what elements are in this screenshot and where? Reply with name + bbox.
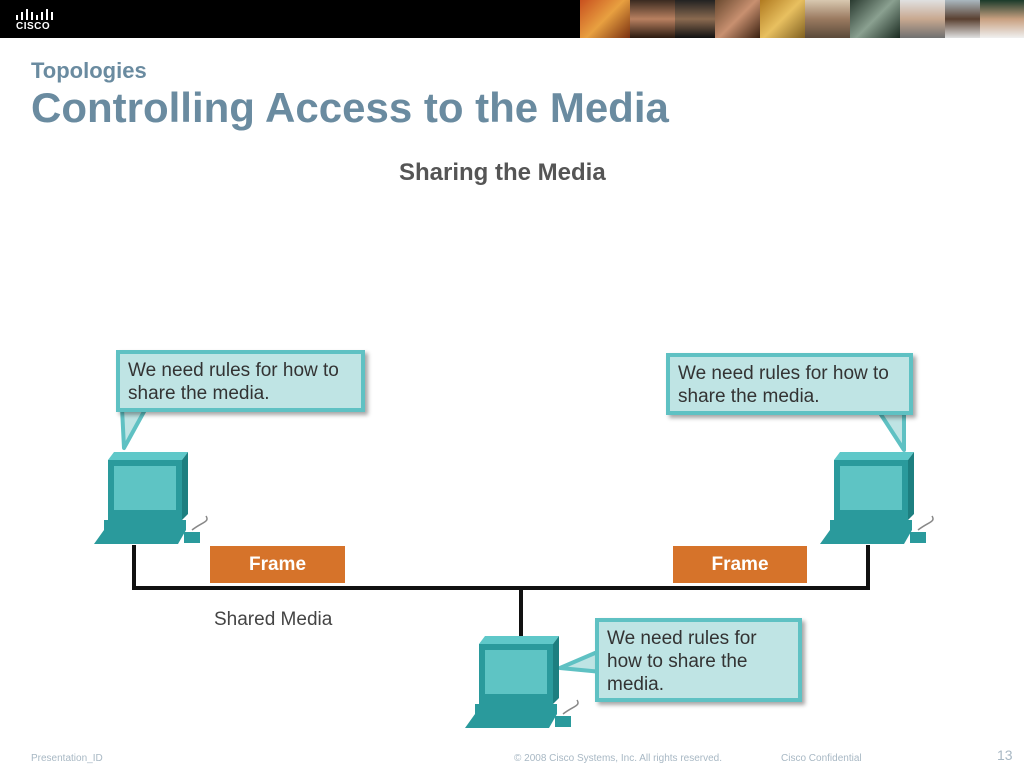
speech-bubble-bottom: We need rules for how to share the media… [595,618,802,702]
slide-title: Controlling Access to the Media [31,84,669,131]
shared-media-bus [132,586,870,590]
left-drop-cable [132,545,136,588]
photo-collage [580,0,1024,38]
speech-bubble-left: We need rules for how to share the media… [116,350,365,412]
bottom-drop-cable [519,588,523,638]
frame-left: Frame [210,546,345,583]
speech-bubble-right: We need rules for how to share the media… [666,353,913,415]
computer-icon [94,452,208,544]
cisco-logo: CISCO [12,5,62,35]
computer-icon [465,636,579,728]
logo-text: CISCO [16,21,51,32]
shared-media-label: Shared Media [214,609,333,630]
header-bar: CISCO [0,0,1024,38]
bubble-tail-left [120,406,148,450]
section-heading: Topologies [31,58,147,83]
cisco-bridge-icon [16,9,53,20]
copyright-notice: © 2008 Cisco Systems, Inc. All rights re… [514,753,723,764]
page-number: 13 [997,747,1013,763]
computer-icon [820,452,934,544]
bubble-tail-right [876,408,906,452]
diagram-title: Sharing the Media [399,159,606,186]
presentation-id: Presentation_ID [31,753,103,764]
confidential-notice: Cisco Confidential [781,753,862,764]
right-drop-cable [866,545,870,588]
frame-right: Frame [673,546,807,583]
